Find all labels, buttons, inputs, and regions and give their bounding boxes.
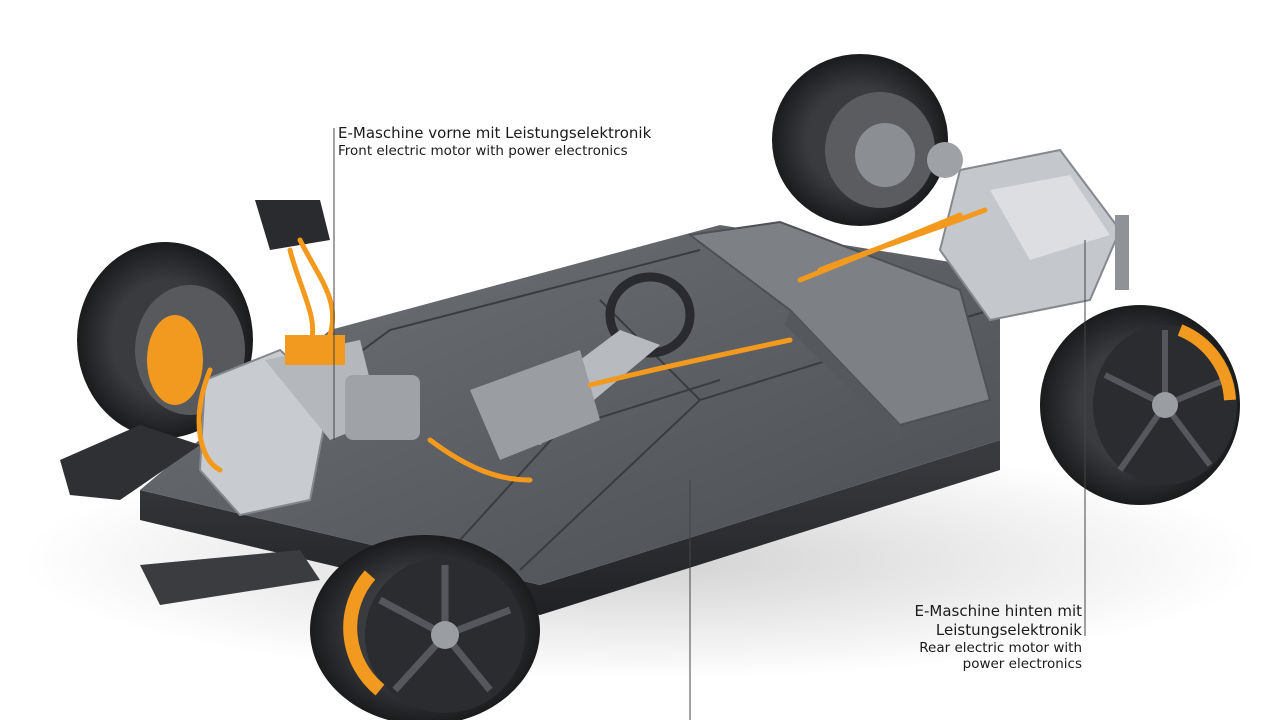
rear-motor-label: E-Maschine hinten mit Leistungselektroni… bbox=[915, 602, 1083, 673]
rear-motor-label-en-2: power electronics bbox=[962, 656, 1082, 673]
front-motor-label: E-Maschine vorne mit Leistungselektronik… bbox=[338, 124, 651, 160]
front-motor-label-de: E-Maschine vorne mit Leistungselektronik bbox=[338, 124, 652, 142]
battery-hump-side bbox=[785, 310, 900, 440]
front-motor bbox=[198, 200, 420, 517]
front-right-wheel bbox=[310, 535, 540, 720]
front-crash-beam bbox=[60, 425, 200, 500]
front-subframe bbox=[140, 550, 320, 605]
rear-motor-label-en-1: Rear electric motor with bbox=[919, 639, 1082, 656]
rear-motor-label-de-2: Leistungselektronik bbox=[935, 620, 1082, 639]
rear-motor bbox=[927, 142, 1129, 322]
battery-side-front bbox=[140, 440, 1000, 615]
hv-cables bbox=[196, 207, 988, 483]
front-motor-label-en: Front electric motor with power electron… bbox=[338, 142, 628, 159]
steering-assembly bbox=[470, 272, 695, 460]
rear-motor-label-de-1: E-Maschine hinten mit bbox=[914, 602, 1083, 620]
rear-left-wheel bbox=[772, 54, 948, 226]
rear-right-wheel bbox=[1040, 305, 1240, 505]
